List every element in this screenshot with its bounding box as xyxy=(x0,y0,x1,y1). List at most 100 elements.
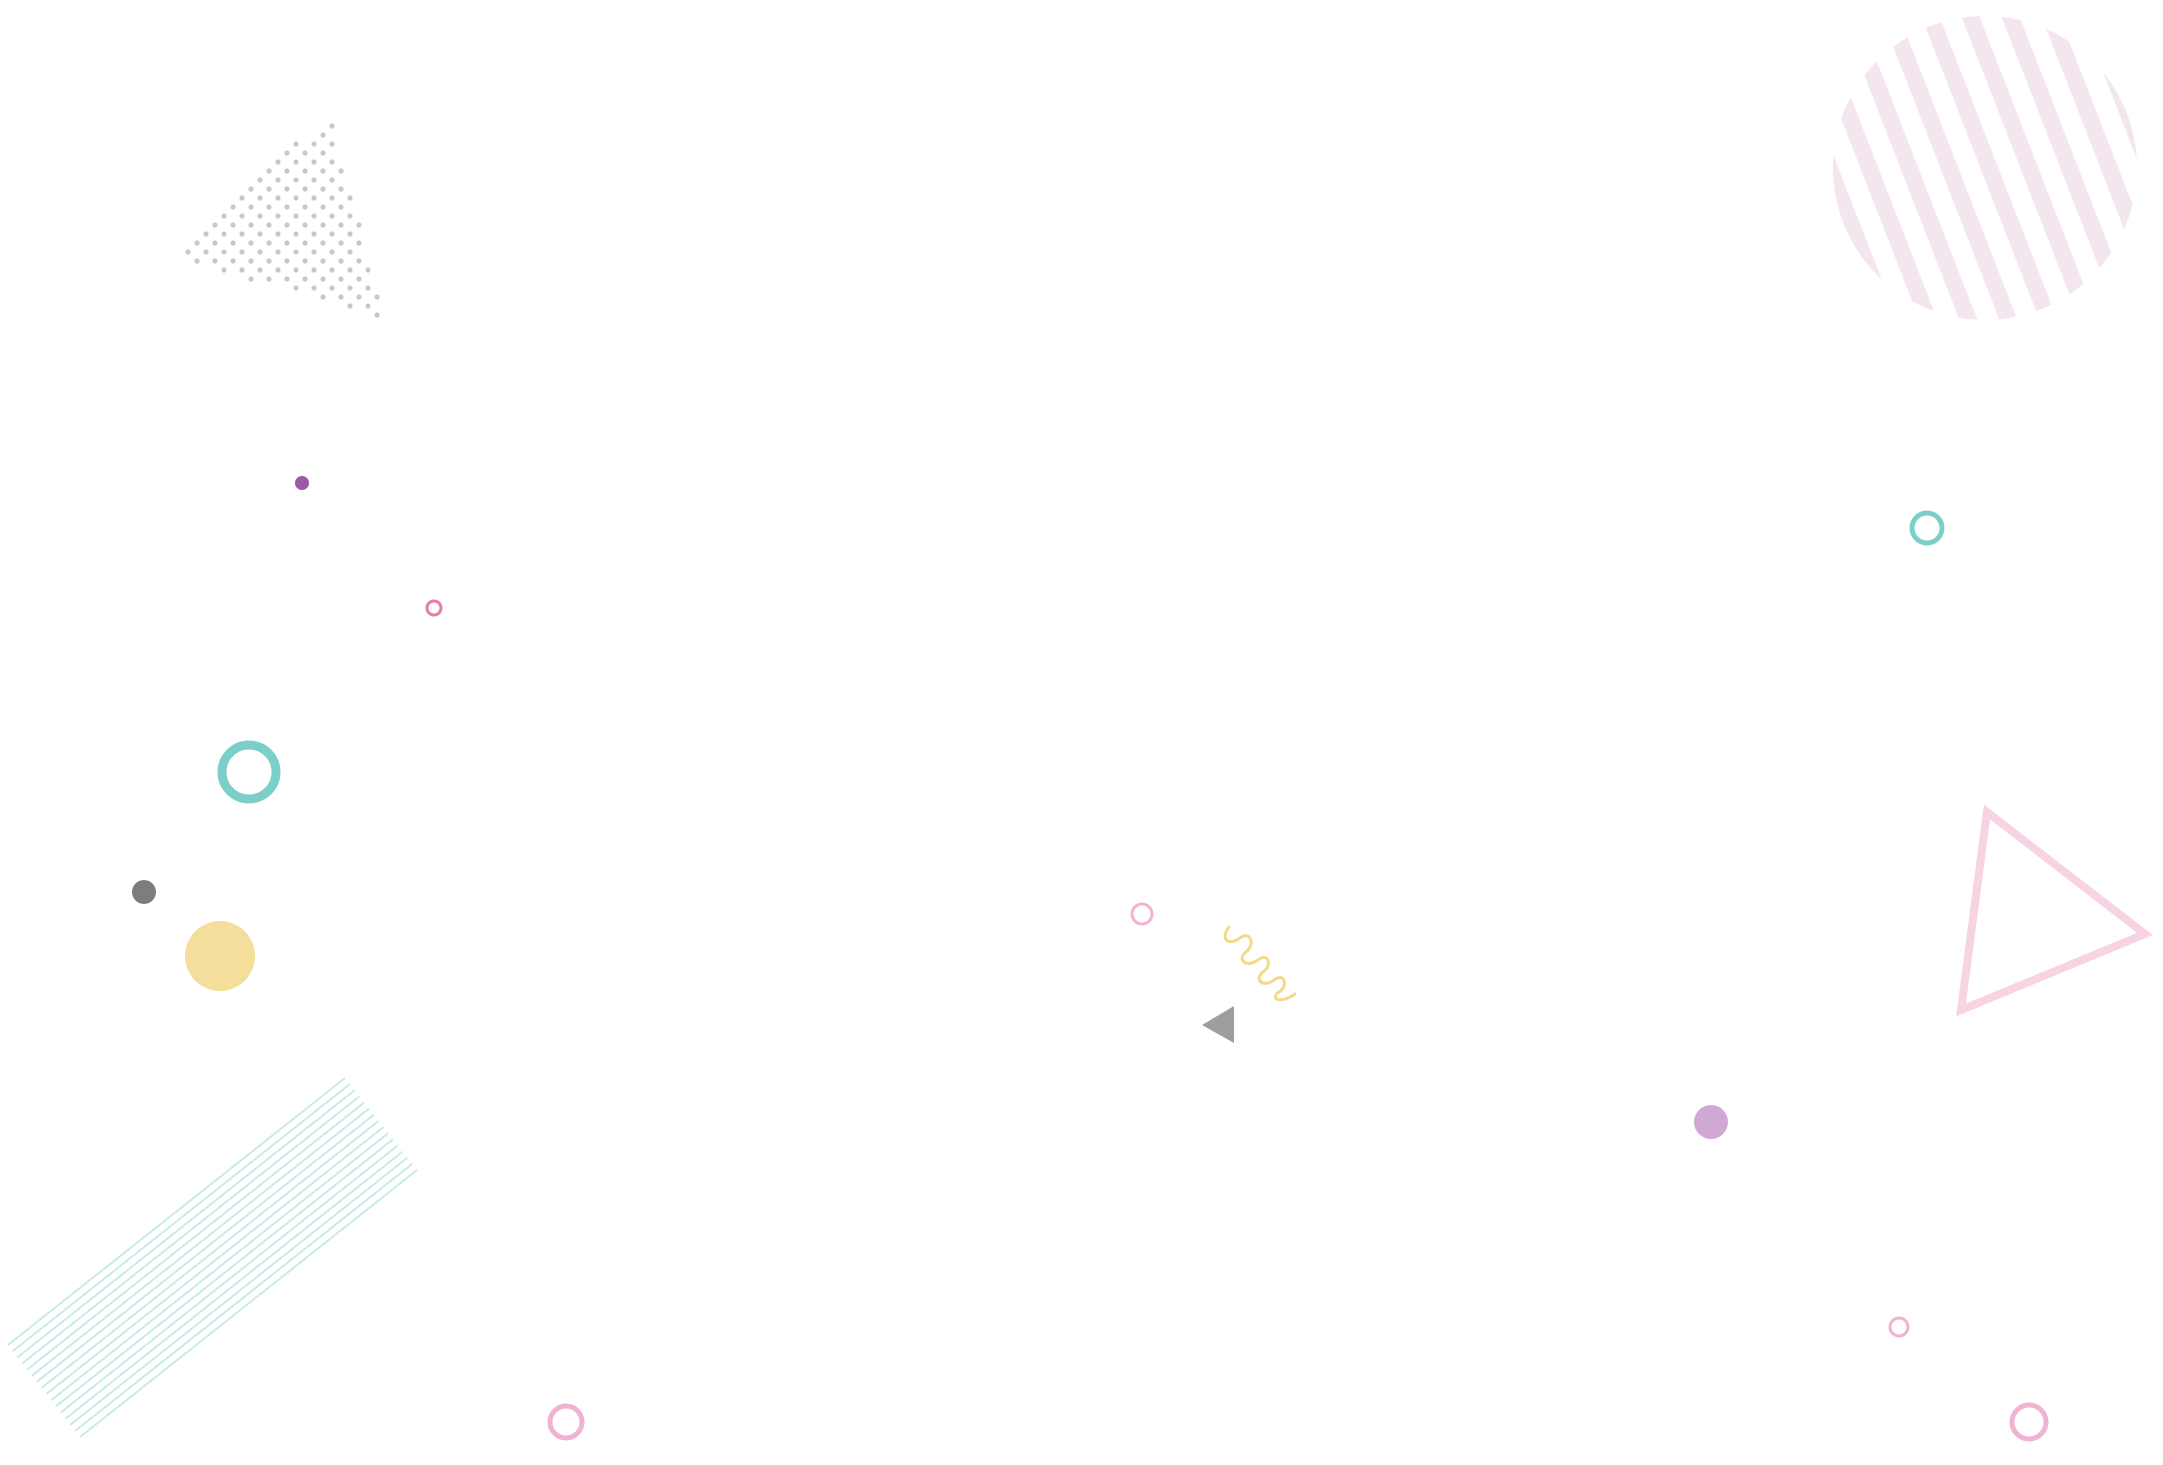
pattern-dot xyxy=(284,168,290,174)
pattern-dot xyxy=(329,195,335,201)
pattern-dot xyxy=(329,213,335,219)
pattern-dot xyxy=(311,285,317,291)
pattern-dot xyxy=(302,168,308,174)
pattern-dot xyxy=(275,177,281,183)
pattern-line xyxy=(21,1095,361,1365)
pattern-dot xyxy=(320,204,326,210)
pattern-dot xyxy=(329,141,335,147)
pattern-dot xyxy=(284,276,290,282)
pattern-line xyxy=(60,1144,399,1414)
pattern-dot xyxy=(284,222,290,228)
pattern-dot xyxy=(257,177,263,183)
pattern-dot xyxy=(293,249,299,255)
pattern-dot xyxy=(257,231,263,237)
pattern-dot xyxy=(239,231,245,237)
gray-triangle-icon xyxy=(1202,1006,1234,1043)
pattern-dot xyxy=(284,150,290,156)
pattern-dot xyxy=(275,159,281,165)
pattern-dot xyxy=(239,267,245,273)
pattern-dot xyxy=(248,276,254,282)
pattern-line xyxy=(64,1150,404,1420)
pattern-dot xyxy=(320,294,326,300)
pattern-dot xyxy=(329,267,335,273)
pattern-line xyxy=(40,1120,380,1389)
pattern-stripe xyxy=(1833,16,1873,320)
pattern-dot xyxy=(293,231,299,237)
pattern-line xyxy=(31,1107,370,1377)
pattern-dot xyxy=(230,240,236,246)
pattern-dot xyxy=(365,303,371,309)
pattern-stripe xyxy=(1875,16,2033,320)
squiggle-icon xyxy=(1223,925,1297,1002)
pattern-dot xyxy=(266,186,272,192)
pattern-dot xyxy=(311,213,317,219)
pattern-dot xyxy=(338,240,344,246)
pattern-dot xyxy=(320,168,326,174)
pattern-dot xyxy=(302,186,308,192)
pattern-stripe xyxy=(2155,0,2163,360)
pattern-dot xyxy=(311,267,317,273)
pattern-stripe xyxy=(1833,16,1953,320)
diagonal-lines-icon xyxy=(7,1077,418,1438)
pattern-dot xyxy=(311,231,317,237)
purple-dot-icon xyxy=(295,476,309,490)
pattern-dot xyxy=(248,222,254,228)
pattern-dot xyxy=(212,222,218,228)
pattern-dot xyxy=(311,141,317,147)
pattern-dot xyxy=(194,240,200,246)
pattern-stripe xyxy=(1555,0,1713,360)
pattern-line xyxy=(69,1156,409,1426)
pattern-stripe xyxy=(1915,16,2073,320)
pattern-stripe xyxy=(1833,16,1913,320)
pattern-dot xyxy=(347,213,353,219)
lilac-dot-icon xyxy=(1694,1105,1728,1139)
pattern-dot xyxy=(302,222,308,228)
pattern-dot xyxy=(338,168,344,174)
pattern-dot xyxy=(212,258,218,264)
pattern-dot xyxy=(293,159,299,165)
pattern-dot xyxy=(347,285,353,291)
pattern-dot xyxy=(266,222,272,228)
pattern-dot xyxy=(275,231,281,237)
pattern-dot xyxy=(356,294,362,300)
pattern-dot xyxy=(194,258,200,264)
pattern-stripe xyxy=(1515,0,1673,360)
pattern-dot xyxy=(293,267,299,273)
pattern-dot xyxy=(248,186,254,192)
pattern-line xyxy=(79,1169,418,1438)
pattern-dot xyxy=(230,204,236,210)
pattern-dot xyxy=(347,267,353,273)
pattern-dot xyxy=(302,240,308,246)
pattern-dot xyxy=(356,258,362,264)
pattern-dot xyxy=(203,249,209,255)
triangle-dots-icon xyxy=(185,123,380,318)
large-teal-ring-icon xyxy=(217,740,281,804)
pattern-dot xyxy=(356,276,362,282)
pattern-line xyxy=(55,1138,394,1408)
pattern-dot xyxy=(302,150,308,156)
pattern-dot xyxy=(239,195,245,201)
pink-outline-triangle-icon xyxy=(1956,804,2153,1017)
pattern-dot xyxy=(284,186,290,192)
pattern-dot xyxy=(239,249,245,255)
pattern-dot xyxy=(329,123,335,129)
pattern-dot xyxy=(257,267,263,273)
pattern-dot xyxy=(293,141,299,147)
pattern-dot xyxy=(320,222,326,228)
pattern-dot xyxy=(230,258,236,264)
pattern-dot xyxy=(347,231,353,237)
pattern-dot xyxy=(329,177,335,183)
pattern-dot xyxy=(311,249,317,255)
pink-ring-icon xyxy=(547,1403,585,1441)
pattern-dot xyxy=(329,249,335,255)
pattern-dot xyxy=(275,195,281,201)
pattern-dot xyxy=(320,132,326,138)
pattern-dot xyxy=(257,195,263,201)
pattern-dot xyxy=(221,213,227,219)
small-pink-ring-icon xyxy=(1888,1316,1910,1338)
yellow-circle-icon xyxy=(185,921,255,991)
pattern-line xyxy=(74,1163,413,1432)
pattern-dot xyxy=(203,231,209,237)
pattern-dot xyxy=(311,177,317,183)
pattern-line xyxy=(45,1126,385,1395)
